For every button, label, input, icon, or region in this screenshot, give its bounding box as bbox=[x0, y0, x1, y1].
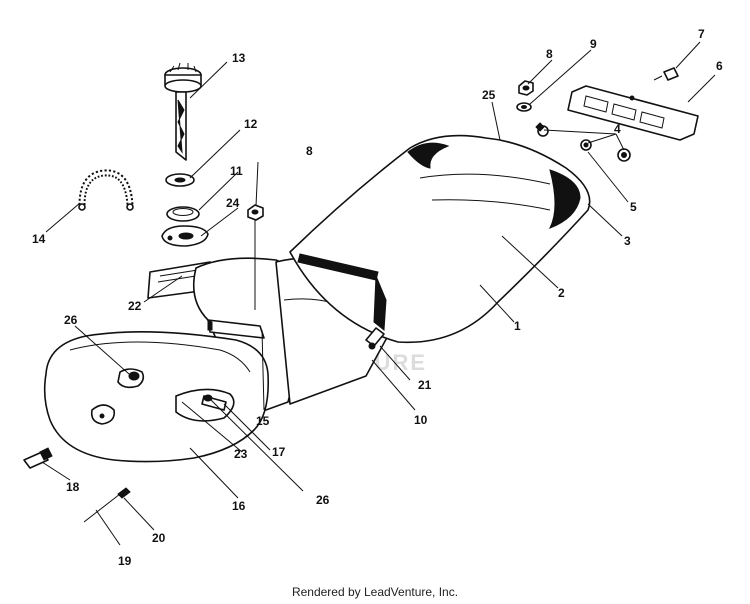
callout-21: 21 bbox=[418, 378, 432, 392]
callout-26-bottom: 26 bbox=[316, 493, 330, 507]
nut-8-left bbox=[247, 204, 264, 221]
screw-7 bbox=[653, 67, 679, 81]
callout-26-top: 26 bbox=[64, 313, 78, 327]
bracket-15 bbox=[207, 319, 265, 339]
callout-2: 2 bbox=[558, 286, 565, 300]
clip-21 bbox=[365, 327, 385, 350]
callout-24: 24 bbox=[226, 196, 240, 210]
nut-8-right bbox=[518, 80, 534, 96]
callout-9: 9 bbox=[590, 37, 597, 51]
seat-2 bbox=[289, 134, 591, 344]
ring-11 bbox=[166, 206, 200, 222]
callout-4: 4 bbox=[614, 122, 621, 136]
callout-16: 16 bbox=[232, 499, 246, 513]
callout-3: 3 bbox=[624, 234, 631, 248]
fuel-gauge-sender bbox=[164, 62, 202, 161]
callout-22: 22 bbox=[128, 299, 142, 313]
gasket-24 bbox=[161, 225, 209, 247]
callout-8-left: 8 bbox=[306, 144, 313, 158]
callout-14: 14 bbox=[32, 232, 46, 246]
callout-7: 7 bbox=[698, 27, 705, 41]
callout-12: 12 bbox=[244, 117, 258, 131]
callout-5: 5 bbox=[630, 200, 637, 214]
fuel-hose-14 bbox=[78, 169, 134, 211]
bolt-4c bbox=[617, 148, 631, 162]
plate-6 bbox=[567, 85, 699, 141]
callout-25: 25 bbox=[482, 88, 496, 102]
callout-17: 17 bbox=[272, 445, 286, 459]
callout-19: 19 bbox=[118, 554, 132, 568]
callout-1: 1 bbox=[514, 319, 521, 333]
grommet-12 bbox=[165, 173, 195, 187]
callout-13: 13 bbox=[232, 51, 246, 65]
callout-18: 18 bbox=[66, 480, 80, 494]
bolt-4a bbox=[535, 122, 549, 137]
bolt-19 bbox=[83, 487, 131, 523]
fuel-tank-16 bbox=[43, 331, 270, 463]
footer-credit: Rendered by LeadVenture, Inc. bbox=[291, 585, 459, 599]
callout-23: 23 bbox=[234, 447, 248, 461]
callout-15: 15 bbox=[256, 414, 270, 428]
callout-11: 11 bbox=[230, 164, 243, 178]
bolt-4b bbox=[580, 139, 592, 151]
callout-20: 20 bbox=[152, 531, 166, 545]
callout-8-right: 8 bbox=[546, 47, 553, 61]
leader-lines bbox=[41, 41, 716, 546]
callout-6: 6 bbox=[716, 59, 723, 73]
washer-9 bbox=[516, 102, 532, 112]
fitting-18 bbox=[23, 447, 53, 469]
callout-numbers: 13 12 11 24 14 8 22 26 26 16 23 17 15 18… bbox=[32, 27, 723, 568]
callout-10: 10 bbox=[414, 413, 428, 427]
